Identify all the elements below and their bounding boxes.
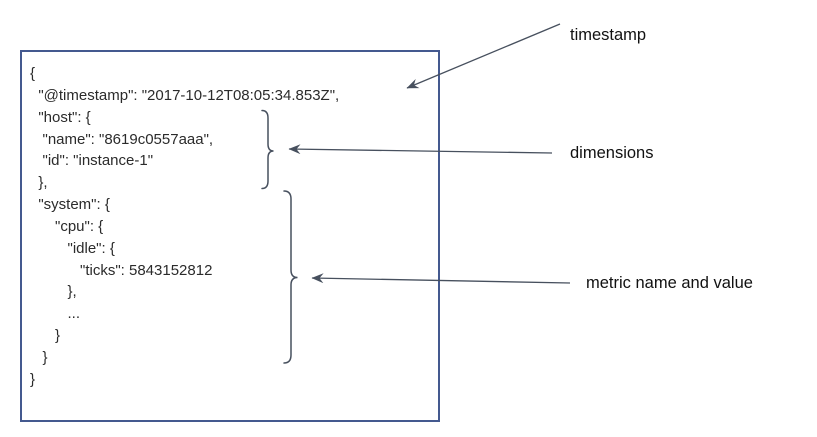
code-line: }, [30, 174, 48, 192]
code-line: "system": { [30, 196, 110, 214]
code-line: "name": "8619c0557aaa", [30, 130, 214, 148]
code-line: { [30, 65, 36, 82]
code-line: ... [30, 305, 81, 323]
code-line: }, [30, 283, 77, 301]
code-line: } [30, 370, 36, 388]
code-line: "ticks": 5843152812 [30, 261, 213, 279]
annotation-label-dimensions: dimensions [570, 144, 654, 162]
json-document-box [20, 50, 440, 422]
code-line: } [30, 327, 61, 345]
annotation-label-metric: metric name and value [586, 274, 753, 292]
json-code-block: { "@timestamp": "2017-10-12T08:05:34.853… [30, 63, 339, 391]
annotation-label-timestamp: timestamp [570, 26, 647, 44]
code-line: } [30, 348, 48, 366]
code-line: "idle": { [30, 239, 115, 257]
code-line: "id": "instance-1" [30, 152, 154, 170]
code-line: "host": { [30, 108, 91, 126]
code-line: "cpu": { [30, 217, 104, 235]
code-line: "@timestamp": "2017-10-12T08:05:34.853Z"… [30, 86, 340, 104]
